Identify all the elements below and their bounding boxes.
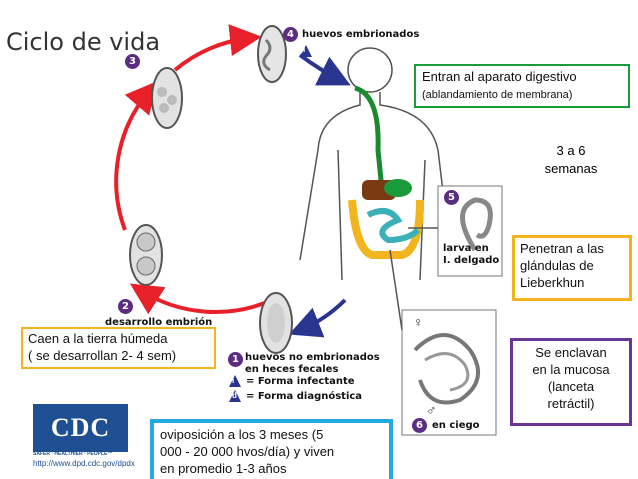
infective-triangle-icon — [300, 45, 312, 57]
stage1-label-line2: en heces fecales — [245, 364, 339, 375]
stage1-label-line1: huevos no embrionados — [245, 352, 380, 363]
digestive-line2: (ablandamiento de membrana) — [422, 88, 573, 101]
soil-line1: Caen a la tierra húmeda — [28, 331, 168, 346]
glands-box: Penetran a las glándulas de Lieberkhun — [512, 235, 632, 301]
digestive-box: Entran al aparato digestivo (ablandamien… — [414, 64, 630, 108]
soil-box: Caen a la tierra húmeda ( se desarrollan… — [21, 327, 216, 369]
weeks-text: 3 a 6 semanas — [536, 142, 606, 177]
stage4-badge: 4 — [283, 27, 298, 42]
cdc-tagline: SAFER · HEALTHIER · PEOPLE™ — [33, 451, 113, 457]
stage6-label: en ciego — [432, 420, 480, 431]
legend-triangle-icon — [229, 390, 241, 402]
legend-infective: = Forma infectante — [246, 376, 355, 387]
female-symbol: ♀ — [413, 314, 424, 330]
red-arrow-left — [114, 80, 158, 231]
egg-unembryonated — [259, 292, 293, 354]
glands-line3: Lieberkhun — [520, 274, 585, 290]
red-arrow-top — [173, 24, 262, 72]
legend-diagnostic: = Forma diagnóstica — [246, 391, 363, 402]
adult-worms-inset — [401, 309, 497, 436]
stage5-label-line1: larva en — [443, 243, 489, 254]
stage4-label: huevos embrionados — [302, 29, 420, 40]
stage3-badge: 3 — [125, 54, 140, 69]
oviposition-box: oviposición a los 3 meses (5 000 - 20 00… — [150, 419, 393, 479]
egg-stage3 — [151, 67, 183, 129]
glands-line2: glándulas de — [520, 257, 594, 273]
oviposition-line1: oviposición a los 3 meses (5 — [160, 427, 324, 442]
legend-diagnostic-badge-label: d — [232, 391, 237, 400]
stage2-badge: 2 — [118, 299, 133, 314]
infective-badge-label: i — [303, 45, 306, 54]
oviposition-line2: 000 - 20 000 hvos/día) y viven — [160, 443, 335, 459]
stage2-label: desarrollo embrión — [105, 317, 213, 328]
page-title: Ciclo de vida — [6, 28, 161, 56]
soil-line2: ( se desarrollan 2- 4 sem) — [28, 347, 177, 363]
stage6-badge: 6 — [412, 418, 427, 433]
oviposition-line3: en promedio 1-3 años — [160, 460, 287, 476]
cdc-url: http://www.dpd.cdc.gov/dpdx — [33, 459, 135, 468]
stage5-badge: 5 — [444, 190, 459, 205]
human-body — [299, 47, 451, 281]
cdc-logo: CDC — [33, 404, 128, 452]
male-symbol: ♂ — [426, 402, 437, 418]
weeks-line2: semanas — [544, 160, 598, 176]
mucosa-line4: retráctil) — [547, 395, 595, 411]
legend-infective-badge-label: i — [232, 376, 235, 385]
digestive-tract — [348, 85, 424, 259]
stage1-badge: 1 — [228, 352, 243, 367]
digestive-line1: Entran al aparato digestivo — [422, 69, 577, 84]
blue-arrow-to-host — [298, 53, 351, 86]
stage5-label-line2: I. delgado — [443, 255, 500, 266]
mucosa-line2: en la mucosa — [532, 361, 610, 377]
diagnostic-triangle-icon — [229, 375, 241, 387]
blue-arrow-to-feces — [288, 298, 347, 338]
mucosa-line3: (lanceta — [547, 378, 595, 394]
egg-embryonated — [257, 25, 287, 83]
mucosa-box: Se enclavan en la mucosa (lanceta retrác… — [510, 338, 632, 426]
egg-stage2 — [129, 224, 163, 286]
weeks-line1: 3 a 6 — [556, 143, 586, 158]
glands-line1: Penetran a las — [520, 241, 604, 256]
red-arrow-cycle — [129, 283, 273, 315]
mucosa-line1: Se enclavan — [535, 345, 607, 360]
